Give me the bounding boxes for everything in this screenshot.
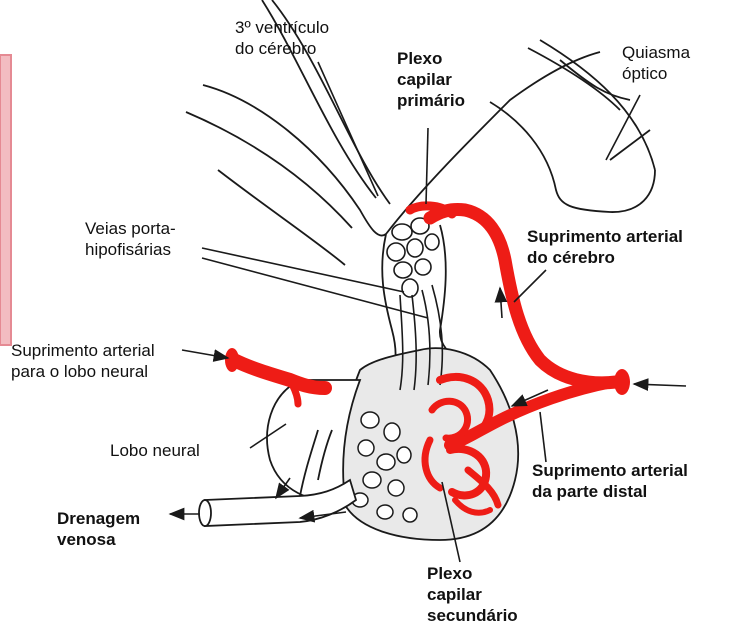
label-secondary-plexus-line3: secundário — [427, 605, 518, 626]
label-secondary-plexus-line2: capilar — [427, 584, 518, 605]
label-neural-lobe-arterial-supply-line1: Suprimento arterial — [11, 340, 155, 361]
label-distal-part-arterial-supply-line2: da parte distal — [532, 481, 688, 502]
label-secondary-plexus-line1: Plexo — [427, 563, 518, 584]
neural-artery-end — [225, 348, 239, 372]
label-brain-arterial-supply-line2: do cérebro — [527, 247, 683, 268]
label-optic-chiasm-line1: Quiasma — [622, 42, 690, 63]
label-neural-lobe: Lobo neural — [110, 440, 200, 461]
label-distal-part-arterial-supply: Suprimento arterial da parte distal — [532, 460, 688, 502]
label-primary-plexus-line1: Plexo — [397, 48, 465, 69]
label-venous-drainage-line2: venosa — [57, 529, 140, 550]
primary-plexus-network — [387, 218, 439, 297]
label-neural-lobe-arterial-supply: Suprimento arterial para o lobo neural — [11, 340, 155, 382]
label-third-ventricle-line1: 3º ventrículo — [235, 17, 329, 38]
label-brain-arterial-supply: Suprimento arterial do cérebro — [527, 226, 683, 268]
side-bar — [0, 55, 11, 345]
label-venous-drainage: Drenagem venosa — [57, 508, 140, 550]
label-third-ventricle: 3º ventrículo do cérebro — [235, 17, 329, 59]
label-distal-part-arterial-supply-line1: Suprimento arterial — [532, 460, 688, 481]
label-third-ventricle-line2: do cérebro — [235, 38, 329, 59]
label-optic-chiasm-line2: óptico — [622, 63, 690, 84]
label-secondary-plexus: Plexo capilar secundário — [427, 563, 518, 626]
label-portal-veins-line2: hipofisárias — [85, 239, 176, 260]
distal-artery-end — [614, 369, 630, 395]
label-optic-chiasm: Quiasma óptico — [622, 42, 690, 84]
label-portal-veins: Veias porta- hipofisárias — [85, 218, 176, 260]
label-brain-arterial-supply-line1: Suprimento arterial — [527, 226, 683, 247]
label-venous-drainage-line1: Drenagem — [57, 508, 140, 529]
label-primary-plexus-line2: capilar — [397, 69, 465, 90]
label-neural-lobe-text: Lobo neural — [110, 440, 200, 461]
label-portal-veins-line1: Veias porta- — [85, 218, 176, 239]
label-neural-lobe-arterial-supply-line2: para o lobo neural — [11, 361, 155, 382]
label-primary-plexus: Plexo capilar primário — [397, 48, 465, 111]
label-primary-plexus-line3: primário — [397, 90, 465, 111]
